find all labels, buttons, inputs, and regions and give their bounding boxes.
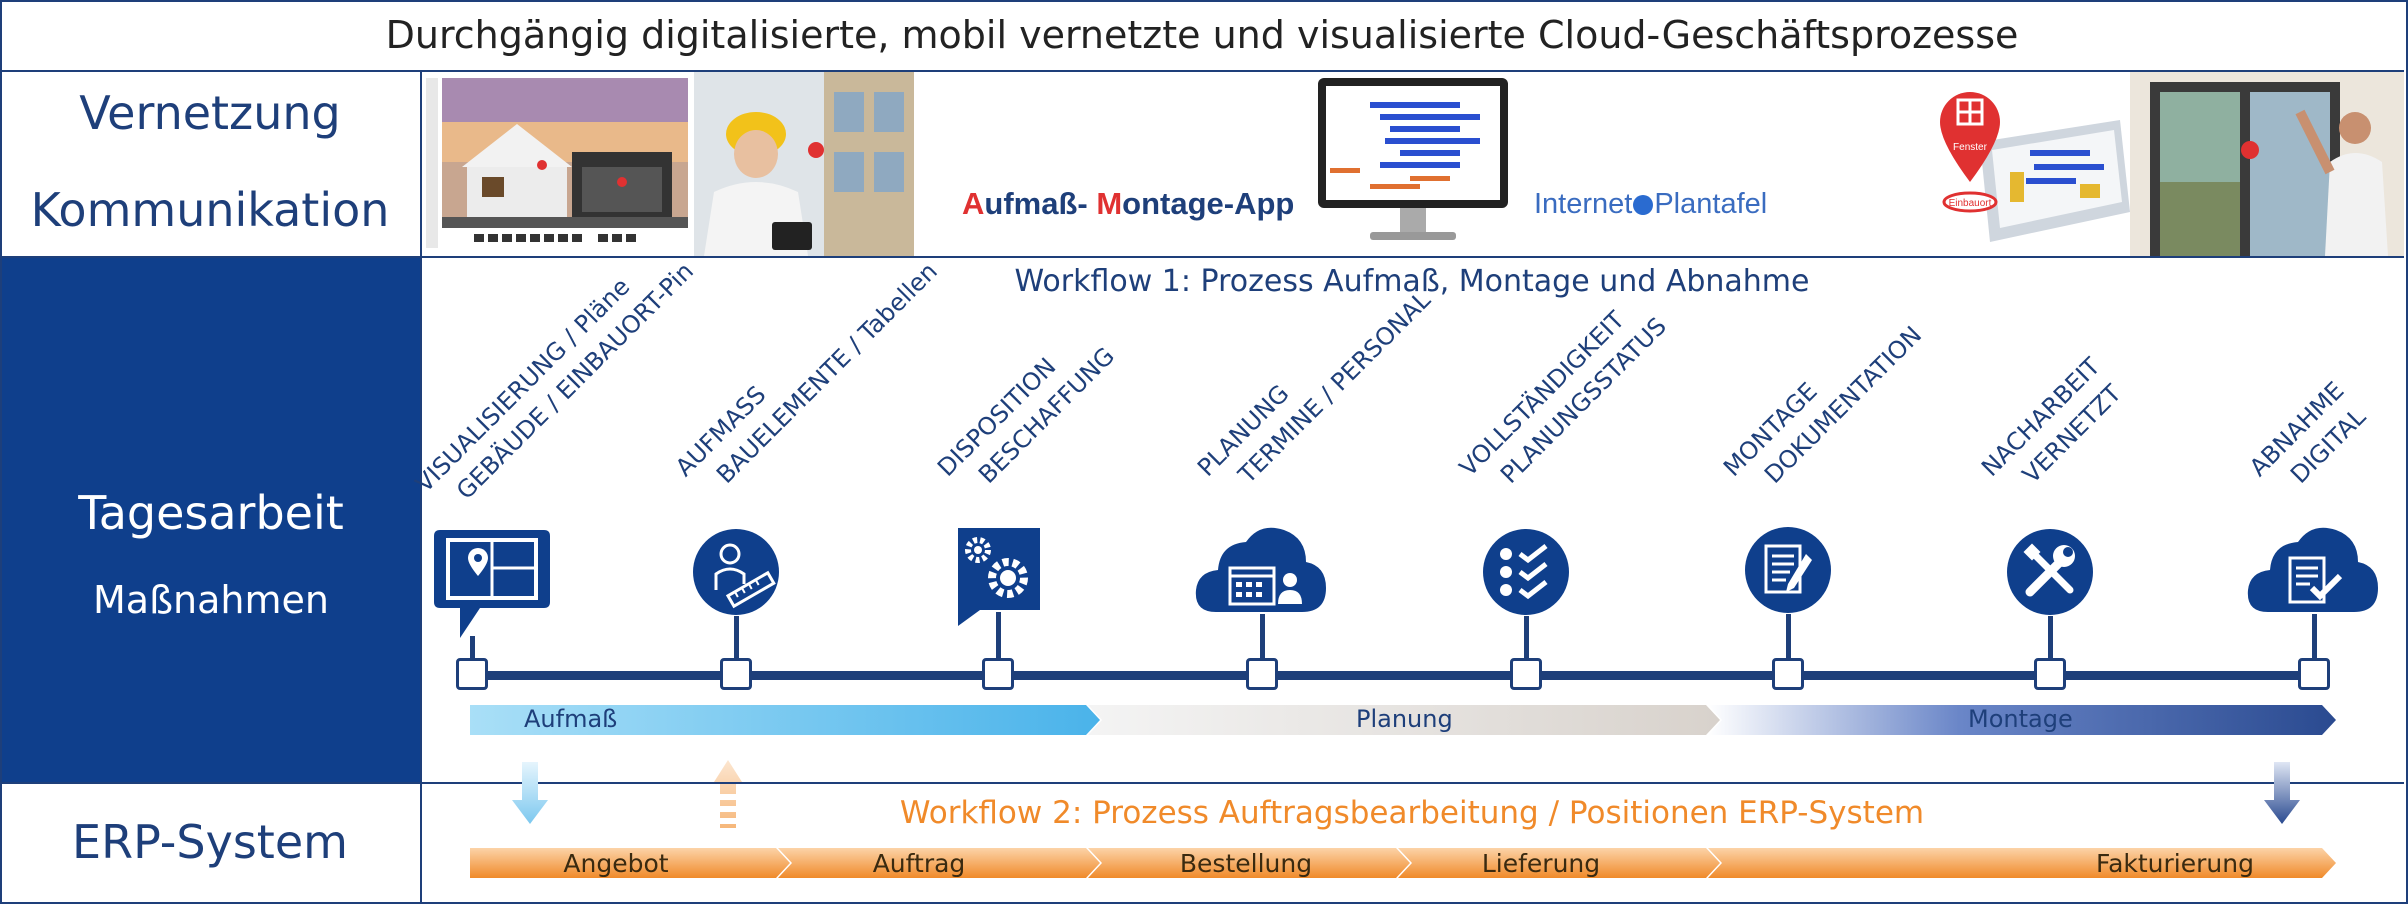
- document-edit-icon: [1744, 526, 1832, 619]
- divider-banner: [0, 256, 2404, 258]
- house-visualization-photo: [422, 72, 692, 256]
- timeline-node: [1772, 658, 1804, 690]
- timeline-node: [1510, 658, 1542, 690]
- down-arrow-light-blue: [512, 762, 548, 824]
- monitor-plantafel-image: [1310, 72, 1516, 256]
- plantafel-part1: Internet: [1534, 188, 1633, 220]
- worker-tablet-photo: [694, 72, 914, 256]
- timeline-node: [2298, 658, 2330, 690]
- stem: [996, 612, 1001, 660]
- up-arrow-orange: [714, 760, 742, 828]
- tablet-pin-image: Fenster Einbauort: [1930, 72, 2130, 256]
- label-erp-system: ERP-System: [72, 815, 348, 869]
- erp-arrow-bestellung: [1088, 848, 1410, 878]
- app-letter-a: A: [962, 186, 985, 221]
- internet-plantafel-logo: Internet Plantafel: [1534, 188, 1767, 221]
- divider-title: [0, 70, 2404, 72]
- down-arrow-navy: [2264, 762, 2300, 824]
- label-vernetzung: Vernetzung: [79, 86, 341, 140]
- tools-icon: [2006, 528, 2094, 621]
- erp-label-angebot: Angebot: [563, 849, 669, 878]
- timeline-node: [720, 658, 752, 690]
- stem: [1786, 614, 1791, 660]
- page-title: Durchgängig digitalisierte, mobil vernet…: [385, 13, 2019, 57]
- stem: [2048, 616, 2053, 660]
- stem: [1524, 616, 1529, 660]
- pin-label-einbauort: Einbauort: [1949, 198, 1992, 209]
- pin-label-fenster: Fenster: [1953, 142, 1988, 153]
- stem: [470, 636, 475, 660]
- plantafel-part2: Plantafel: [1654, 188, 1768, 220]
- globe-icon: [1633, 195, 1654, 215]
- tagesarbeit-panel: [2, 258, 420, 782]
- erp-label-bestellung: Bestellung: [1179, 849, 1313, 878]
- window-installer-photo: [2130, 72, 2404, 256]
- stem: [2312, 614, 2317, 660]
- label-tagesarbeit: Tagesarbeit: [78, 486, 344, 540]
- stem: [1260, 614, 1265, 660]
- erp-label-lieferung: Lieferung: [1481, 849, 1601, 878]
- timeline-node: [456, 658, 488, 690]
- app-letter-m: M: [1096, 186, 1123, 221]
- cloud-document-check-icon: [2246, 522, 2380, 619]
- cloud-calendar-icon: [1194, 522, 1328, 619]
- app-text-part2: ontage-App: [1122, 186, 1295, 221]
- phase-arrow-planung: [1088, 705, 1720, 735]
- erp-arrow-lieferung: [1398, 848, 1720, 878]
- montage-app-logo: Aufmaß- Montage-App: [962, 186, 1294, 222]
- label-massnahmen: Maßnahmen: [93, 578, 329, 622]
- workflow-2-title: Workflow 2: Prozess Auftragsbearbeitung …: [899, 795, 1925, 831]
- erp-label-auftrag: Auftrag: [872, 849, 966, 878]
- erp-arrow-auftrag: [778, 848, 1100, 878]
- stem: [734, 616, 739, 660]
- phase-label-planung: Planung: [1356, 705, 1453, 733]
- phase-arrow-montage: [1708, 705, 2336, 735]
- person-measuring-icon: [692, 528, 780, 621]
- timeline-line: [470, 671, 2320, 680]
- divider-left-column: [420, 70, 422, 902]
- phase-label-aufmass: Aufmaß: [524, 705, 618, 733]
- timeline-node: [982, 658, 1014, 690]
- workflow-1-title: Workflow 1: Prozess Aufmaß, Montage und …: [1014, 264, 1810, 299]
- timeline-node: [1246, 658, 1278, 690]
- erp-arrow-angebot: [470, 848, 790, 878]
- timeline-node: [2034, 658, 2066, 690]
- phase-label-montage: Montage: [1968, 705, 2073, 733]
- app-text-part1: ufmaß-: [984, 186, 1097, 221]
- erp-label-fakturierung: Fakturierung: [2096, 849, 2254, 878]
- label-kommunikation: Kommunikation: [30, 183, 390, 237]
- divider-erp: [0, 782, 2404, 784]
- gears-icon: [956, 526, 1042, 631]
- phase-arrow-aufmass: [470, 705, 1100, 735]
- erp-arrow-fakturierung: [1708, 848, 2336, 878]
- checklist-icon: [1482, 528, 1570, 621]
- building-plan-pin-icon: [432, 526, 552, 647]
